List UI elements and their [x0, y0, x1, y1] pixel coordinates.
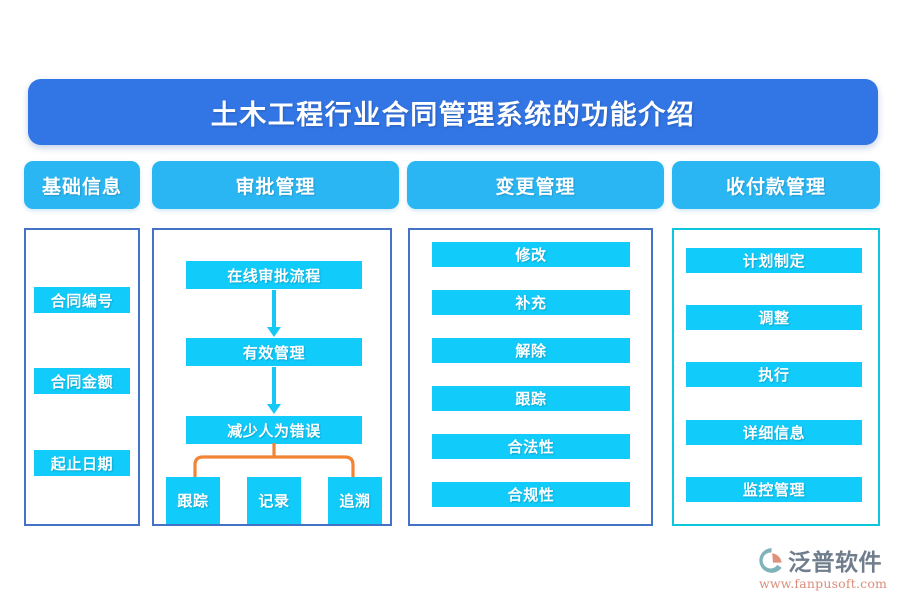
item-label: 合同编号 — [50, 291, 114, 310]
panel-approval-management: 在线审批流程 有效管理 减少人为错误 跟踪 记录 追溯 — [152, 228, 392, 526]
branch-bracket-connector-icon — [193, 443, 355, 477]
item-chip[interactable]: 解除 — [432, 338, 630, 363]
category-header-label: 审批管理 — [235, 175, 316, 198]
category-header-label: 基础信息 — [41, 175, 122, 198]
item-label: 合同金额 — [50, 372, 114, 391]
flow-step-label: 减少人为错误 — [227, 421, 321, 440]
item-label: 计划制定 — [742, 252, 806, 270]
item-chip[interactable]: 监控管理 — [686, 477, 862, 502]
category-header-approval[interactable]: 审批管理 — [152, 161, 399, 209]
panel-payment-management: 计划制定 调整 执行 详细信息 监控管理 — [672, 228, 880, 526]
category-header-change[interactable]: 变更管理 — [407, 161, 664, 209]
page-title-banner: 土木工程行业合同管理系统的功能介绍 — [28, 79, 878, 145]
category-header-payment[interactable]: 收付款管理 — [672, 161, 880, 209]
item-label: 跟踪 — [515, 390, 547, 408]
item-label: 修改 — [515, 246, 547, 264]
logo-name: 泛普软件 — [788, 550, 882, 576]
flow-leaf-label: 跟踪 — [177, 492, 209, 510]
panel-change-management: 修改 补充 解除 跟踪 合法性 合规性 — [408, 228, 653, 526]
item-label: 合规性 — [507, 486, 555, 504]
item-label: 调整 — [758, 309, 790, 327]
item-label: 起止日期 — [50, 454, 114, 473]
item-chip[interactable]: 计划制定 — [686, 248, 862, 273]
flow-leaf-record[interactable]: 记录 — [247, 477, 301, 524]
page-title: 土木工程行业合同管理系统的功能介绍 — [210, 99, 696, 131]
flow-arrow-down-icon — [267, 367, 281, 414]
category-header-label: 变更管理 — [495, 175, 576, 198]
panel-basic-info: 合同编号 合同金额 起止日期 — [24, 228, 140, 526]
flow-leaf-track[interactable]: 跟踪 — [166, 477, 220, 524]
item-chip[interactable]: 调整 — [686, 305, 862, 330]
flow-leaf-trace[interactable]: 追溯 — [328, 477, 382, 524]
item-label: 详细信息 — [742, 424, 806, 442]
flow-step-reduce-errors[interactable]: 减少人为错误 — [186, 416, 362, 444]
item-chip[interactable]: 合同金额 — [34, 368, 130, 394]
item-label: 执行 — [758, 366, 790, 384]
flow-step-online-approval[interactable]: 在线审批流程 — [186, 261, 362, 289]
flow-step-effective-management[interactable]: 有效管理 — [186, 338, 362, 366]
item-label: 解除 — [515, 342, 547, 360]
item-chip[interactable]: 补充 — [432, 290, 630, 315]
item-chip[interactable]: 执行 — [686, 362, 862, 387]
category-header-basic-info[interactable]: 基础信息 — [24, 161, 140, 209]
company-logo: 泛普软件 www.fanpusoft.com — [757, 545, 893, 591]
flow-leaf-label: 记录 — [258, 492, 290, 510]
logo-url: www.fanpusoft.com — [759, 576, 888, 591]
flow-leaf-label: 追溯 — [339, 492, 371, 510]
item-chip[interactable]: 合法性 — [432, 434, 630, 459]
item-label: 监控管理 — [742, 481, 806, 499]
flow-arrow-down-icon — [267, 290, 281, 337]
item-label: 合法性 — [507, 438, 555, 456]
flow-step-label: 在线审批流程 — [227, 266, 321, 285]
item-chip[interactable]: 修改 — [432, 242, 630, 267]
item-label: 补充 — [515, 294, 547, 312]
category-header-row: 基础信息 审批管理 变更管理 收付款管理 — [24, 161, 880, 209]
item-chip[interactable]: 详细信息 — [686, 420, 862, 445]
item-chip[interactable]: 起止日期 — [34, 450, 130, 476]
flow-step-label: 有效管理 — [242, 343, 306, 362]
item-chip[interactable]: 跟踪 — [432, 386, 630, 411]
category-header-label: 收付款管理 — [725, 175, 826, 198]
logo-swoosh-icon — [759, 547, 782, 573]
logo-row: 泛普软件 — [757, 545, 893, 576]
item-chip[interactable]: 合规性 — [432, 482, 630, 507]
item-chip[interactable]: 合同编号 — [34, 287, 130, 313]
